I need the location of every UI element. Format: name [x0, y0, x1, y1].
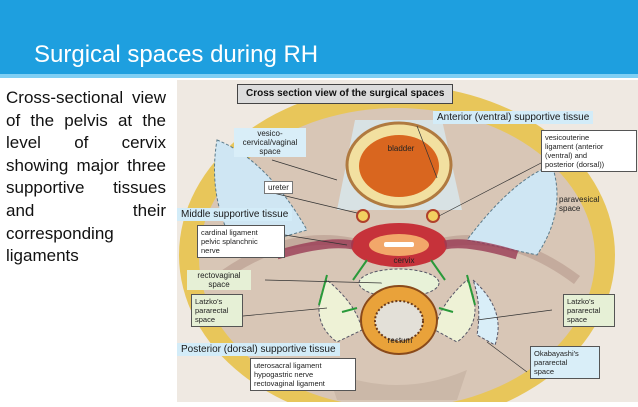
vesicouterine-ligament-label: vesicouterine ligament (anterior (ventra…	[541, 130, 637, 172]
slide-description: Cross-sectional view of the pelvis at th…	[6, 88, 166, 266]
anterior-tissue-label: Anterior (ventral) supportive tissue	[433, 111, 594, 124]
cardinal-ligament-label: cardinal ligament pelvic splanchnic nerv…	[197, 225, 285, 258]
cervical-canal	[384, 242, 414, 247]
posterior-tissue-label: Posterior (dorsal) supportive tissue	[177, 343, 340, 356]
vesicocervical-space-label: vesico- cervical/vaginal space	[234, 128, 306, 157]
slide-title: Surgical spaces during RH	[34, 41, 319, 68]
okabayashi-space	[472, 279, 499, 346]
sacrum	[327, 370, 467, 400]
paravesical-space-right	[466, 164, 558, 256]
ureter-label: ureter	[264, 181, 293, 194]
latzko-space-right	[434, 279, 476, 343]
bladder-lumen	[359, 135, 439, 197]
rectum-label: rectum	[387, 336, 413, 345]
cardinal-ligament-left	[275, 239, 354, 260]
bladder-label: bladder	[387, 144, 415, 153]
pelvis-cross-section-figure: Cross section view of the surgical space…	[177, 80, 638, 407]
latzko-space-label-right: Latzko's pararectal space	[563, 294, 615, 327]
pointer-lines	[221, 125, 553, 373]
cervix-label: cervix	[393, 256, 415, 265]
rectovaginal-space-label: rectovaginal space	[187, 270, 251, 290]
slide-header	[0, 0, 638, 78]
middle-tissue-label: Middle supportive tissue	[177, 208, 293, 221]
paravesical-space-left	[214, 139, 308, 251]
cross-section-title-box: Cross section view of the surgical space…	[237, 84, 454, 104]
ureter-right	[426, 209, 440, 223]
cardinal-ligament-right	[444, 239, 519, 260]
rectum-lumen	[374, 300, 424, 342]
latzko-space-left	[318, 279, 363, 343]
paravesical-space-label: paravesical space	[559, 195, 600, 213]
tissue-arrows	[318, 259, 476, 313]
ureter-left	[356, 209, 370, 223]
posterior-ligaments-label: uterosacral ligament hypogastric nerve r…	[250, 358, 356, 391]
header-stripe	[0, 74, 638, 78]
okabayashi-space-label: Okabayashi's pararectal space	[530, 346, 600, 379]
latzko-space-label-left: Latzko's pararectal space	[191, 294, 243, 327]
